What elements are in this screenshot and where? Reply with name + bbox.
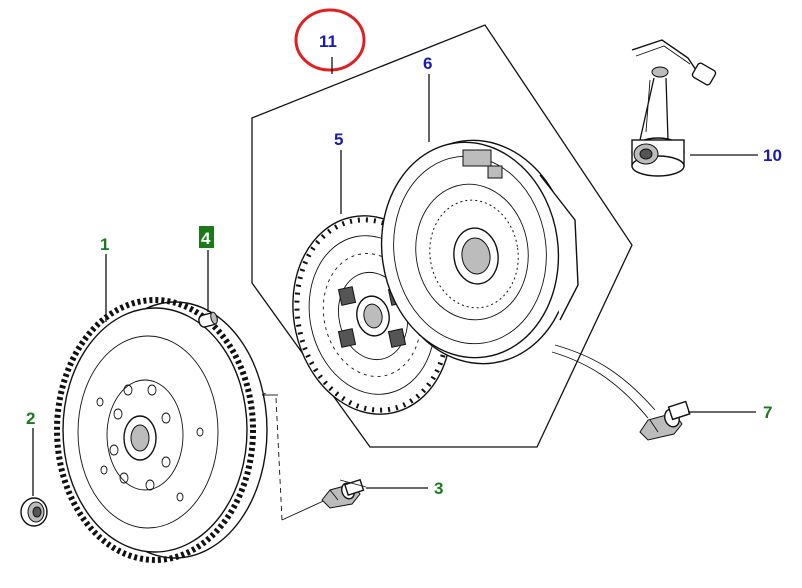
bearing-icon — [20, 497, 48, 527]
callout-11-highlight-ring — [294, 8, 366, 72]
clutch-kit-group-outline — [251, 24, 633, 448]
dowel-icon — [198, 311, 218, 328]
bolt-icon — [639, 400, 691, 441]
callout-3-label: 3 — [434, 479, 443, 498]
callout-11-label: 11 — [319, 32, 337, 51]
callout-4-label: 4 — [201, 229, 211, 248]
bolt-icon — [321, 478, 367, 509]
slave-cylinder-icon — [631, 39, 717, 177]
callout-7-label: 7 — [763, 403, 772, 422]
pressure-plate-icon — [380, 139, 579, 365]
callout-4-badge — [199, 226, 214, 248]
flywheel-icon — [54, 297, 268, 563]
callout-10-label: 10 — [763, 146, 782, 165]
callout-6-label: 6 — [423, 54, 432, 73]
callout-1-label: 1 — [100, 235, 109, 254]
callout-5-label: 5 — [334, 130, 343, 149]
callout-2-label: 2 — [26, 409, 35, 428]
